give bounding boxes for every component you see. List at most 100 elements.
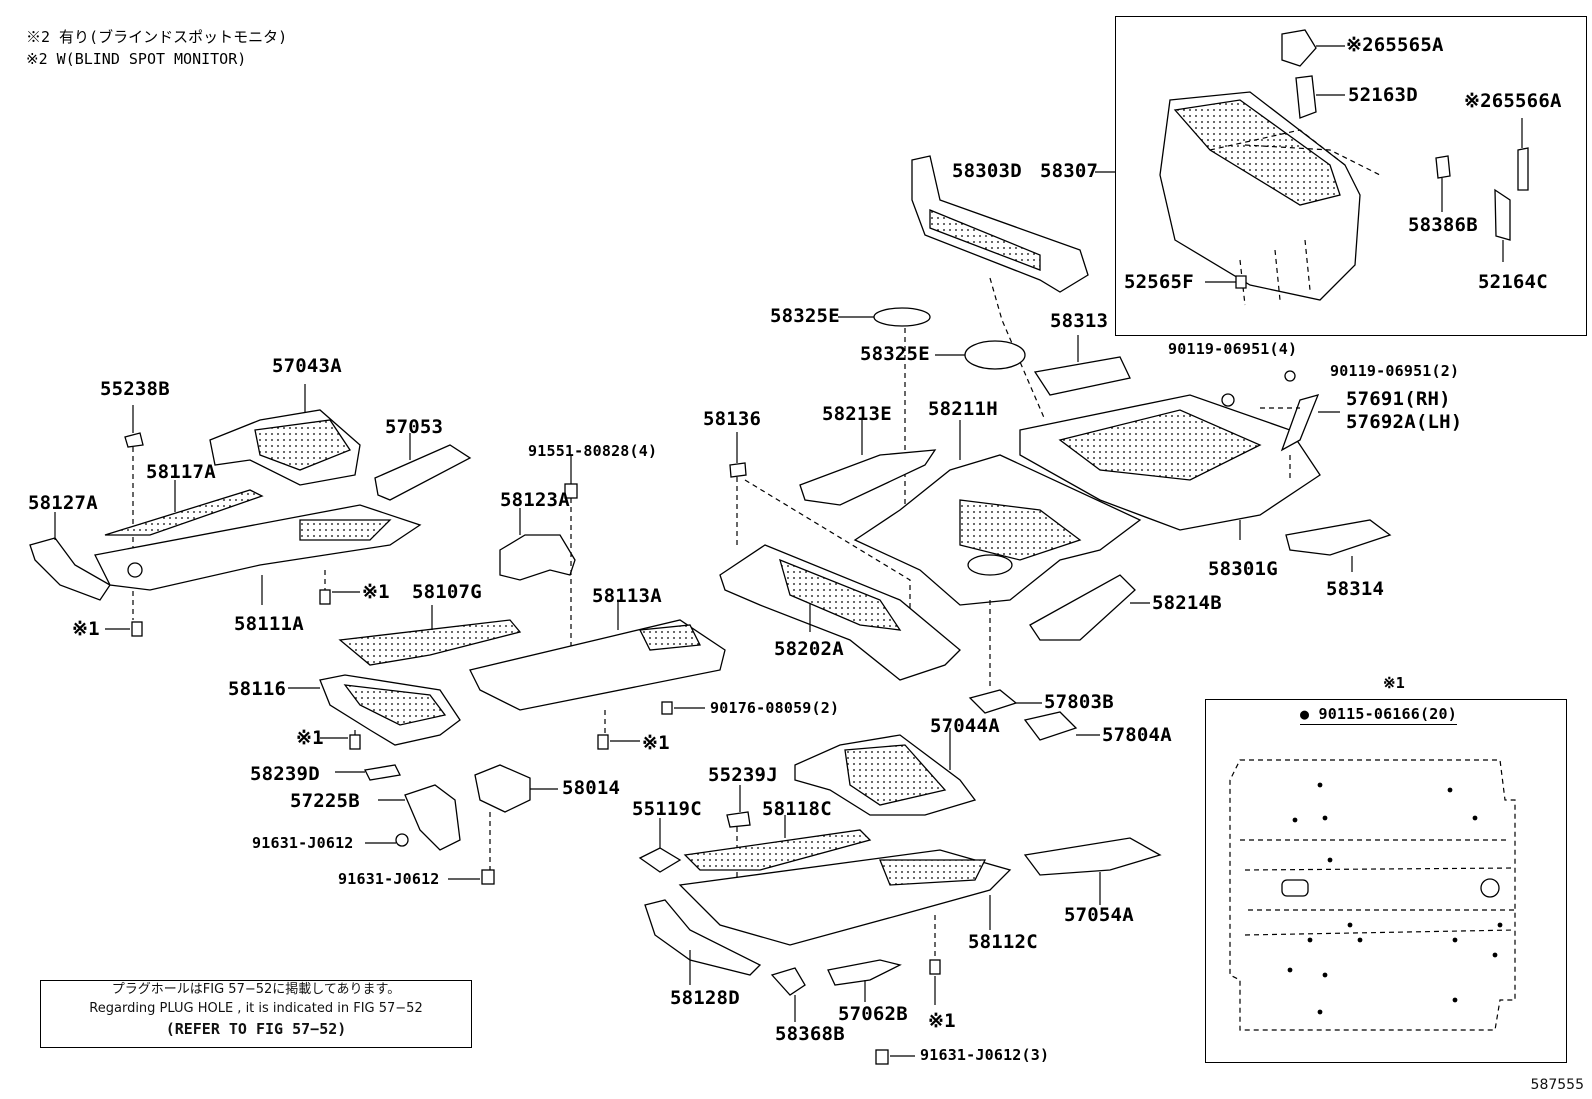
label-58111A: 58111A xyxy=(234,613,304,635)
rear-panel-inset xyxy=(1115,16,1587,336)
figure-number: 587555 xyxy=(1530,1077,1584,1093)
part-58239D xyxy=(335,764,401,781)
part-57053 xyxy=(374,433,472,501)
part-58111A xyxy=(94,504,422,605)
part-58202A xyxy=(719,544,961,681)
part-90176 xyxy=(661,701,705,715)
label-52164C: 52164C xyxy=(1478,271,1548,293)
part-52164C xyxy=(1494,188,1511,262)
label-x1-b: ※1 xyxy=(72,618,100,640)
fastener-91631-c xyxy=(875,1049,915,1065)
label-90119-4: 90119-06951(4) xyxy=(1168,340,1298,358)
label-57053: 57053 xyxy=(385,416,444,438)
label-91631-b: 91631-J0612 xyxy=(338,870,440,888)
label-52565F: 52565F xyxy=(1124,271,1194,293)
label-55119C: 55119C xyxy=(632,798,702,820)
part-58014 xyxy=(474,764,558,870)
part-57804A xyxy=(1023,711,1100,741)
reference-jp: プラグホールはFIG 57−52に掲載してあります。 xyxy=(111,982,401,997)
label-58325E-b: 58325E xyxy=(860,343,930,365)
part-58325E-b xyxy=(904,328,1026,520)
fastener-91631-b xyxy=(448,869,495,885)
part-57054A xyxy=(1023,837,1162,905)
label-58307: 58307 xyxy=(1040,160,1099,182)
label-58136: 58136 xyxy=(703,408,762,430)
label-58117A: 58117A xyxy=(146,461,216,483)
floor-bolt-layout xyxy=(1229,759,1516,1031)
part-55238B xyxy=(124,405,144,620)
label-58113A: 58113A xyxy=(592,585,662,607)
fastener-91631-a xyxy=(365,833,409,847)
part-57062B xyxy=(827,959,902,1002)
part-58117A xyxy=(104,480,264,536)
part-57803B xyxy=(968,689,1042,714)
label-58116: 58116 xyxy=(228,678,287,700)
label-65565A: ※265565A xyxy=(1346,34,1444,56)
label-58211H: 58211H xyxy=(928,398,998,420)
part-58107G xyxy=(338,605,522,666)
bolt-inset xyxy=(1205,699,1567,1063)
label-65566A: ※265566A xyxy=(1464,90,1562,112)
fastener-x1-c xyxy=(320,734,361,750)
label-52163D: 52163D xyxy=(1348,84,1418,106)
part-58211H xyxy=(853,420,1142,690)
part-58313 xyxy=(1033,335,1131,396)
part-57043A xyxy=(209,384,361,486)
label-58301G: 58301G xyxy=(1208,558,1278,580)
label-57804A: 57804A xyxy=(1102,724,1172,746)
label-x1-d: ※1 xyxy=(642,732,670,754)
inset-marker: ※1 xyxy=(1383,674,1405,692)
bolt-label: ● 90115-06166(20) xyxy=(1300,705,1457,725)
part-58303D xyxy=(911,155,1089,421)
part-58116 xyxy=(288,674,461,746)
fastener-x1-e xyxy=(929,959,941,1005)
label-57043A: 57043A xyxy=(272,355,342,377)
label-58314: 58314 xyxy=(1326,578,1385,600)
label-55238B: 55238B xyxy=(100,378,170,400)
label-55239J: 55239J xyxy=(708,764,778,786)
part-58118C xyxy=(683,815,872,871)
label-58202A: 58202A xyxy=(774,638,844,660)
part-58213E xyxy=(799,420,937,506)
label-58368B: 58368B xyxy=(775,1023,845,1045)
part-58314 xyxy=(1285,519,1392,572)
label-58128D: 58128D xyxy=(670,987,740,1009)
note-blind-spot-jp: ※2 有り(ブラインドスポットモニタ) xyxy=(26,28,288,46)
label-x1-a: ※1 xyxy=(362,581,390,603)
label-58213E: 58213E xyxy=(822,403,892,425)
label-x1-c: ※1 xyxy=(296,727,324,749)
fastener-x1-d xyxy=(597,734,640,750)
part-58368B xyxy=(770,967,806,1022)
part-65566A xyxy=(1517,118,1529,191)
label-90176: 90176-08059(2) xyxy=(710,699,840,717)
label-57803B: 57803B xyxy=(1044,691,1114,713)
reference-en: Regarding PLUG HOLE , it is indicated in… xyxy=(89,1000,423,1016)
part-55119C xyxy=(638,818,682,873)
label-58303D: 58303D xyxy=(952,160,1022,182)
label-57054A: 57054A xyxy=(1064,904,1134,926)
part-58386B xyxy=(1435,155,1451,212)
part-58127A xyxy=(29,512,111,601)
part-58112C xyxy=(678,849,1012,960)
fastener-x1-b xyxy=(105,621,143,637)
label-58313: 58313 xyxy=(1050,310,1109,332)
part-58136 xyxy=(729,432,911,650)
label-58325E-a: 58325E xyxy=(770,305,840,327)
label-58118C: 58118C xyxy=(762,798,832,820)
part-58113A xyxy=(469,600,726,740)
part-52565F xyxy=(1205,275,1247,289)
rear-panel-58307 xyxy=(1095,91,1381,306)
part-58128D xyxy=(644,899,762,985)
label-57044A: 57044A xyxy=(930,715,1000,737)
label-90119-2: 90119-06951(2) xyxy=(1330,362,1460,380)
part-58325E-a xyxy=(838,307,931,327)
note-blind-spot-en: ※2 W(BLIND SPOT MONITOR) xyxy=(26,50,247,68)
part-58123A xyxy=(499,508,576,581)
label-57062B: 57062B xyxy=(838,1003,908,1025)
label-57692A: 57692A(LH) xyxy=(1346,411,1463,433)
part-57225B xyxy=(378,784,461,851)
part-91551 xyxy=(564,456,578,660)
label-58127A: 58127A xyxy=(28,492,98,514)
